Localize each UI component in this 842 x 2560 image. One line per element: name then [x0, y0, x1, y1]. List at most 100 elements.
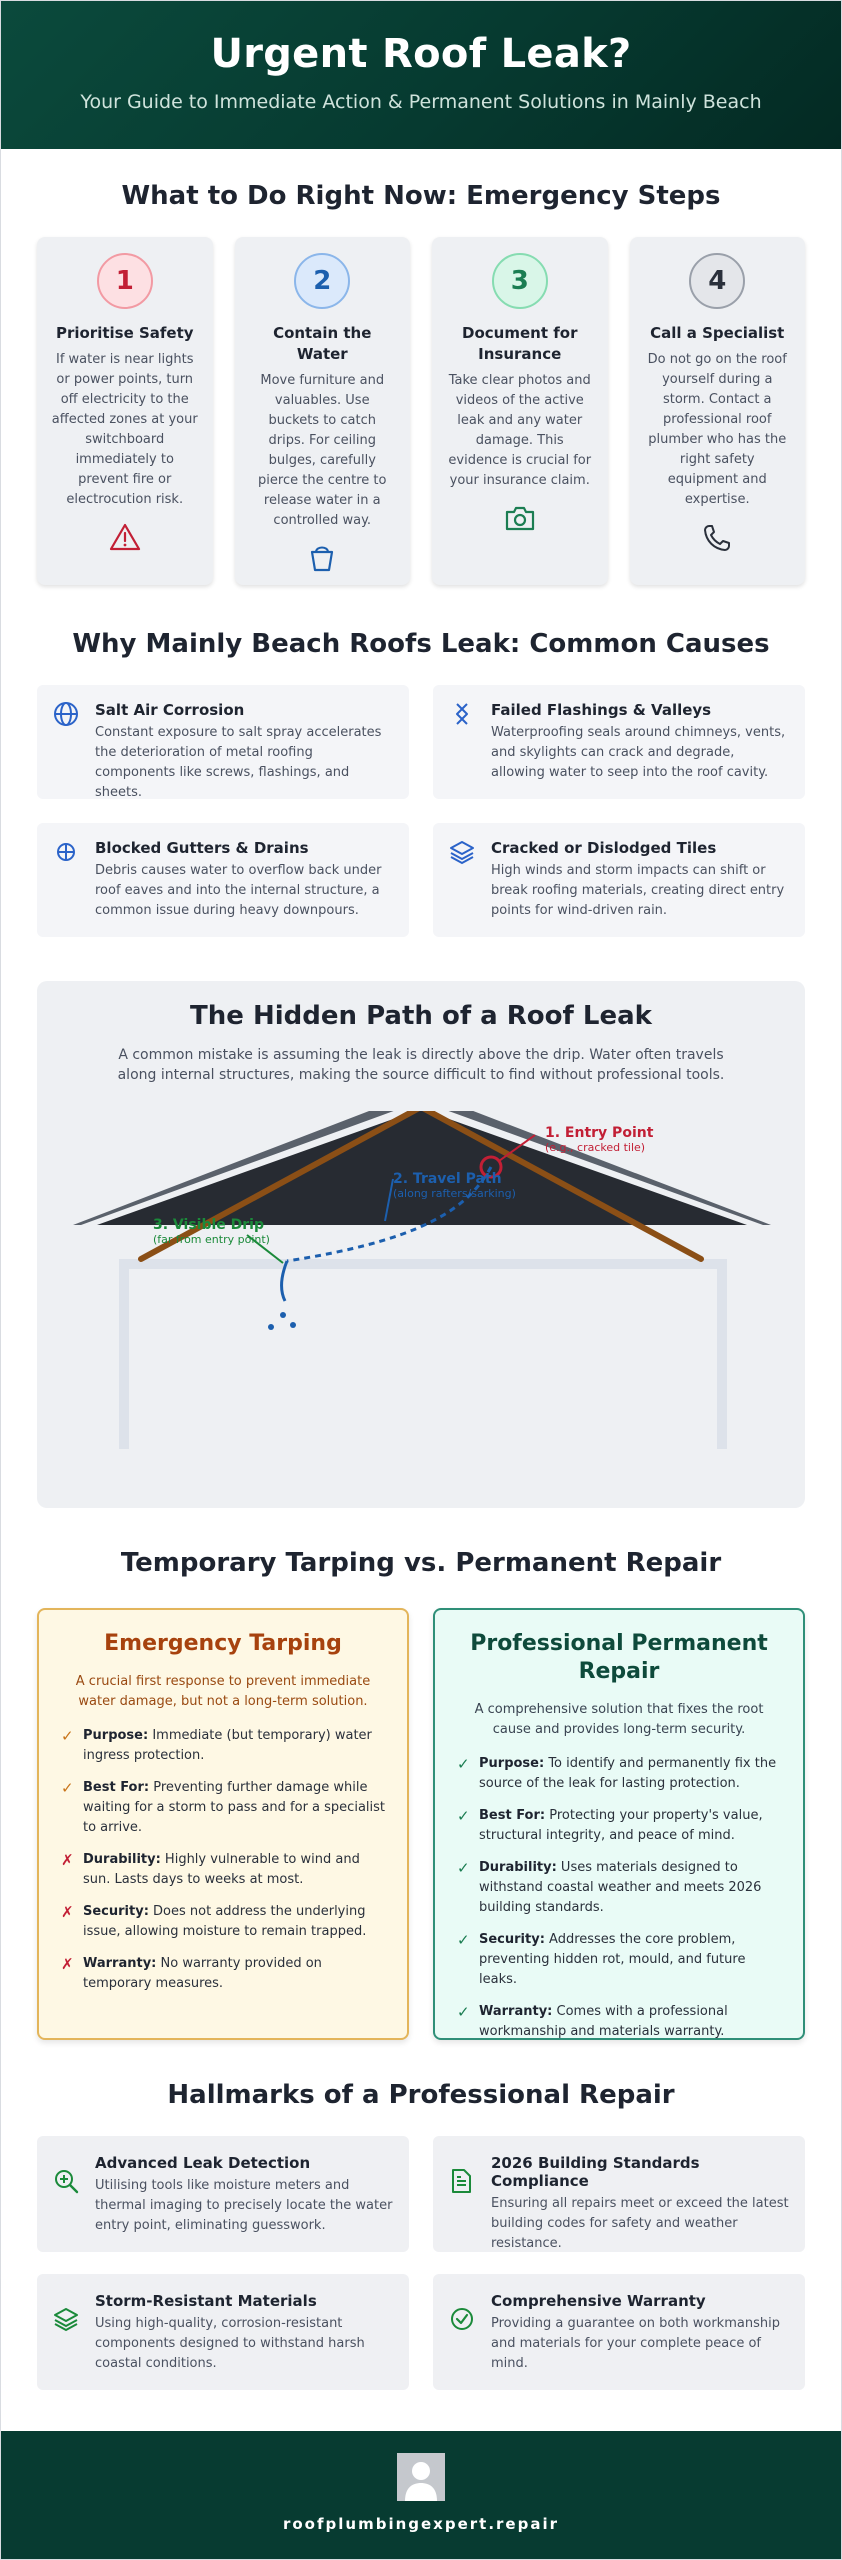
item-label: Best For:: [83, 1780, 150, 1795]
step-number: 4: [689, 253, 746, 309]
hero-header: Urgent Roof Leak? Your Guide to Immediat…: [1, 1, 841, 149]
step-number: 2: [294, 253, 351, 309]
drip-stream: [280, 1260, 289, 1302]
cause-card: Salt Air Corrosion Constant exposure to …: [37, 685, 409, 800]
item-text: Preventing further damage while waiting …: [83, 1780, 386, 1835]
tarping-card: Emergency Tarping A crucial first respon…: [37, 1608, 409, 2040]
hallmark-title: Advanced Leak Detection: [95, 2154, 311, 2172]
check-icon: ✓: [457, 1931, 470, 1949]
cause-card: Failed Flashings & Valleys Waterproofing…: [433, 685, 805, 799]
page-subtitle: Your Guide to Immediate Action & Permane…: [80, 91, 762, 113]
leak-path-title: The Hidden Path of a Roof Leak: [190, 1001, 652, 1031]
bucket-icon: [249, 543, 397, 573]
item-text: To identify and permanently fix the sour…: [479, 1756, 777, 1791]
cause-text: Waterproofing seals around chimneys, ven…: [491, 725, 786, 780]
step-text: Do not go on the roof yourself during a …: [647, 352, 787, 507]
item-text: Immediate (but temporary) water ingress …: [83, 1728, 372, 1763]
cause-title: Failed Flashings & Valleys: [491, 701, 712, 719]
right-rafter: [422, 1111, 704, 1262]
drip-drop: [268, 1324, 274, 1330]
leak-path-panel: The Hidden Path of a Roof Leak A common …: [37, 981, 805, 1508]
globe-icon: [53, 701, 81, 799]
item-label: Purpose:: [83, 1728, 149, 1743]
step-card: 4 Call a Specialist Do not go on the roo…: [629, 237, 805, 585]
camera-icon: [446, 503, 594, 533]
entry-point-marker: [479, 1155, 503, 1179]
step-card: 2 Contain the Water Move furniture and v…: [234, 237, 410, 585]
cross-icon: ✗: [61, 1903, 74, 1921]
layers-icon: [53, 2292, 81, 2390]
tarping-title: Emergency Tarping: [104, 1631, 342, 1656]
cause-card: Cracked or Dislodged Tiles High winds an…: [433, 823, 805, 937]
travel-pointer: [384, 1178, 394, 1222]
list-item: ✓Security: Addresses the core problem, p…: [457, 1930, 781, 1990]
item-label: Durability:: [83, 1852, 161, 1867]
drip-pointer: [246, 1234, 284, 1264]
drip-sublabel: (far from entry point): [153, 1233, 270, 1246]
cause-title: Salt Air Corrosion: [95, 701, 245, 719]
list-item: ✓ Durability: Uses materials designed to …: [457, 1858, 781, 1918]
step-number: 1: [96, 253, 153, 309]
leak-path-diagram: 1. Entry Point (e.g., cracked tile) 2. T…: [73, 1111, 771, 1449]
item-text: Uses materials designed to withstand coa…: [479, 1860, 762, 1915]
check-icon: ✓: [457, 1807, 470, 1825]
drain-icon: [53, 839, 81, 937]
tarping-list: ✓ Purpose: Immediate (but temporary) wate…: [61, 1726, 385, 1994]
hallmark-title: 2026 Building Standards Compliance: [491, 2154, 700, 2190]
warning-icon: [51, 522, 199, 552]
footer-site-link[interactable]: roofplumbingexpert.repair: [282, 2515, 559, 2533]
check-icon: ✓: [457, 1755, 470, 1773]
drip-drop: [290, 1322, 296, 1328]
ceiling-beam: [119, 1259, 727, 1269]
right-wall: [717, 1259, 727, 1449]
hallmarks-title: Hallmarks of a Professional Repair: [167, 2080, 675, 2110]
document-icon: [449, 2154, 477, 2252]
phone-icon: [644, 522, 792, 554]
drip-label: 3. Visible Drip: [153, 1217, 264, 1233]
item-label: Durability:: [479, 1860, 557, 1875]
item-label: Warranty:: [83, 1956, 157, 1971]
hallmark-card: Comprehensive Warranty Providing a guara…: [433, 2274, 805, 2390]
hallmark-text: Using high-quality, corrosion-resistant …: [95, 2316, 365, 2371]
step-text: Move furniture and valuables. Use bucket…: [258, 373, 387, 528]
cross-icon: ✗: [61, 1955, 74, 1973]
step-number: 3: [491, 253, 548, 309]
valley-icon: [449, 701, 477, 799]
item-text: Comes with a professional workmanship an…: [479, 2004, 728, 2039]
travel-label: 2. Travel Path: [393, 1171, 502, 1187]
check-icon: ✓: [61, 1779, 74, 1797]
hallmark-card: 2026 Building Standards Compliance Ensur…: [433, 2136, 805, 2252]
cause-title: Cracked or Dislodged Tiles: [491, 839, 717, 857]
list-item: ✓Warranty: Comes with a professional wor…: [457, 2002, 781, 2042]
tarping-lead: A crucial first response to prevent imme…: [75, 1674, 371, 1709]
list-item: ✗Durability: Highly vulnerable to wind a…: [61, 1850, 385, 1890]
hallmark-card: Advanced Leak Detection Utilising tools …: [37, 2136, 409, 2252]
list-item: ✓Purpose: To identify and permanently fi…: [457, 1754, 781, 1794]
compare-title: Temporary Tarping vs. Permanent Repair: [120, 1548, 722, 1578]
permanent-repair-card: Professional Permanent Repair A comprehe…: [433, 1608, 805, 2040]
step-card: 3 Document for Insurance Take clear phot…: [432, 237, 608, 585]
hallmark-title: Storm-Resistant Materials: [95, 2292, 317, 2310]
item-label: Best For:: [479, 1808, 546, 1823]
entry-sublabel: (e.g., cracked tile): [545, 1141, 645, 1154]
hallmark-text: Utilising tools like moisture meters and…: [95, 2178, 393, 2233]
leak-path-subtitle: A common mistake is assuming the leak is…: [117, 1047, 725, 1083]
drip-drop: [280, 1312, 286, 1318]
cross-icon: ✗: [61, 1851, 74, 1869]
left-rafter: [138, 1111, 420, 1262]
list-item: ✗Security: Does not address the underlyi…: [61, 1902, 385, 1942]
hallmark-card: Storm-Resistant Materials Using high-qua…: [37, 2274, 409, 2390]
step-text: Take clear photos and videos of the acti…: [448, 373, 592, 488]
causes-title: Why Mainly Beach Roofs Leak: Common Caus…: [72, 629, 770, 659]
step-card: 1 Prioritise Safety If water is near lig…: [37, 237, 213, 585]
check-icon: ✓: [457, 1859, 470, 1877]
travel-sublabel: (along rafters/sarking): [393, 1187, 516, 1200]
left-wall: [119, 1259, 129, 1449]
list-item: ✓ Purpose: Immediate (but temporary) wate…: [61, 1726, 385, 1766]
cause-text: Debris causes water to overflow back und…: [95, 863, 382, 918]
check-icon: ✓: [61, 1727, 74, 1745]
step-title: Contain the Water: [273, 324, 372, 363]
permanent-title: Professional Permanent Repair: [470, 1631, 768, 1684]
hallmark-text: Providing a guarantee on both workmanshi…: [491, 2316, 780, 2371]
